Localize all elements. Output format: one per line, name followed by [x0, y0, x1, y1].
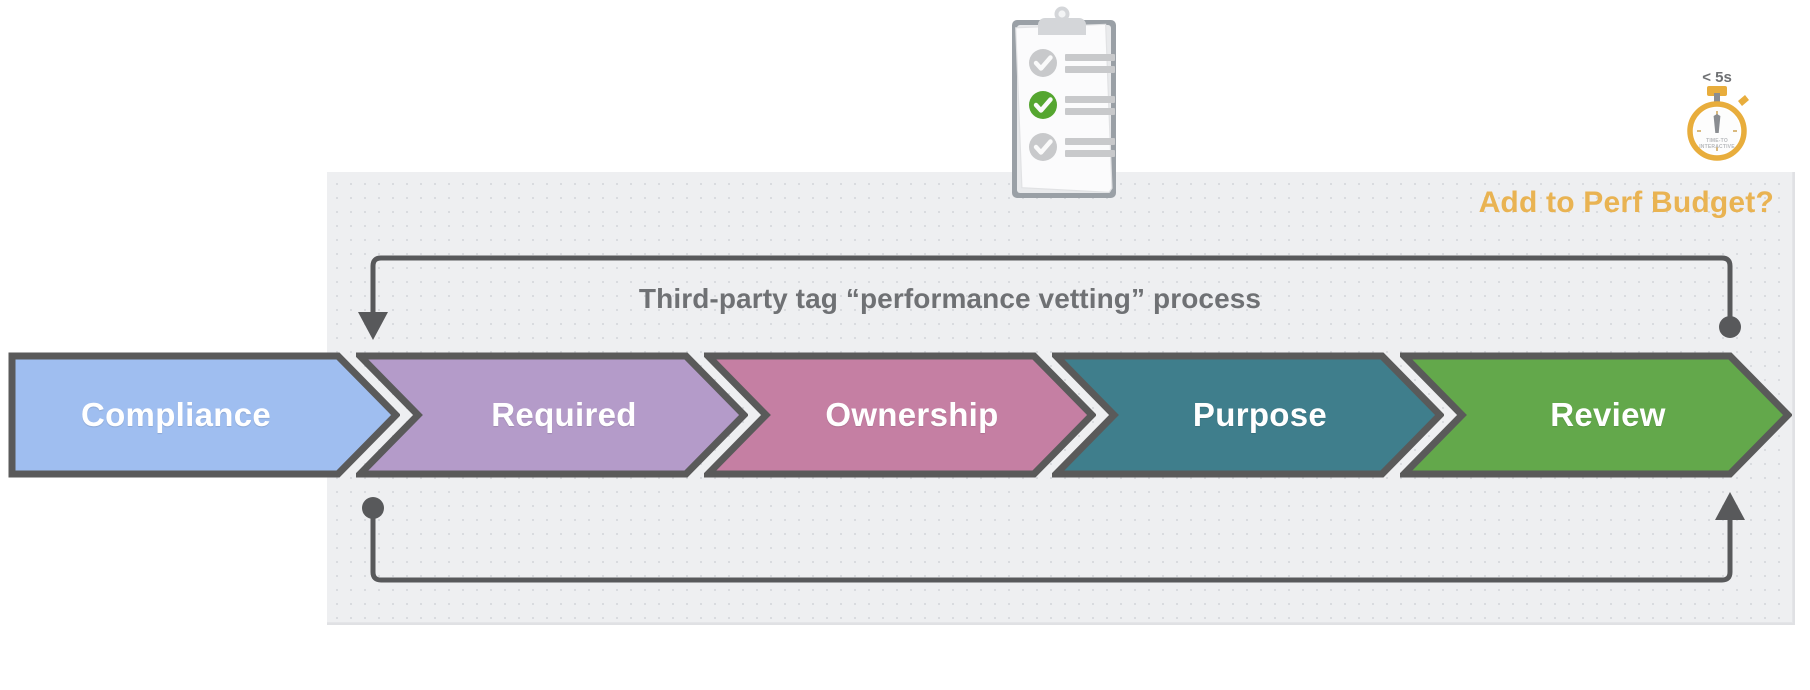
- process-step-label: Review: [1550, 396, 1666, 433]
- chevron-shape: [8, 352, 400, 478]
- perf-budget-label: Add to Perf Budget?: [1478, 186, 1774, 219]
- clipboard-checklist-icon: [988, 4, 1136, 224]
- chevron-fill: [1052, 352, 1444, 478]
- chevron-shape: [1052, 352, 1444, 478]
- chevron-fill: [704, 352, 1096, 478]
- stopwatch-threshold: < 5s: [1702, 69, 1732, 86]
- clipboard-item-3: [1029, 133, 1115, 161]
- chevron-shape: [704, 352, 1096, 478]
- process-step-compliance[interactable]: Compliance: [8, 352, 400, 478]
- process-step-label: Compliance: [80, 396, 272, 433]
- process-step-label: Required: [491, 396, 637, 433]
- process-step-required[interactable]: Required: [356, 352, 748, 478]
- chevron-fill: [1400, 352, 1792, 478]
- process-step-ownership[interactable]: Ownership: [704, 352, 1096, 478]
- chevron-shape: [356, 352, 748, 478]
- clipboard-item-1: [1029, 49, 1115, 77]
- process-step-purpose[interactable]: Purpose: [1052, 352, 1444, 478]
- process-title: Third-party tag “performance vetting” pr…: [638, 283, 1262, 314]
- process-step-label: Ownership: [825, 396, 999, 433]
- stopwatch-icon: < 5s TIME-TO INTERACTIVE: [1672, 66, 1762, 166]
- chevron-shape: [1400, 352, 1792, 478]
- stopwatch-dial-line2: INTERACTIVE: [1699, 144, 1735, 150]
- process-step-row: Compliance Required Ownership Purpose: [0, 352, 1810, 478]
- process-step-review[interactable]: Review: [1400, 352, 1792, 478]
- clipboard-item-2: [1029, 91, 1115, 119]
- stopwatch-dial-line1: TIME-TO: [1706, 138, 1728, 144]
- chevron-fill: [8, 352, 400, 478]
- chevron-fill: [356, 352, 748, 478]
- process-step-label: Purpose: [1192, 396, 1328, 433]
